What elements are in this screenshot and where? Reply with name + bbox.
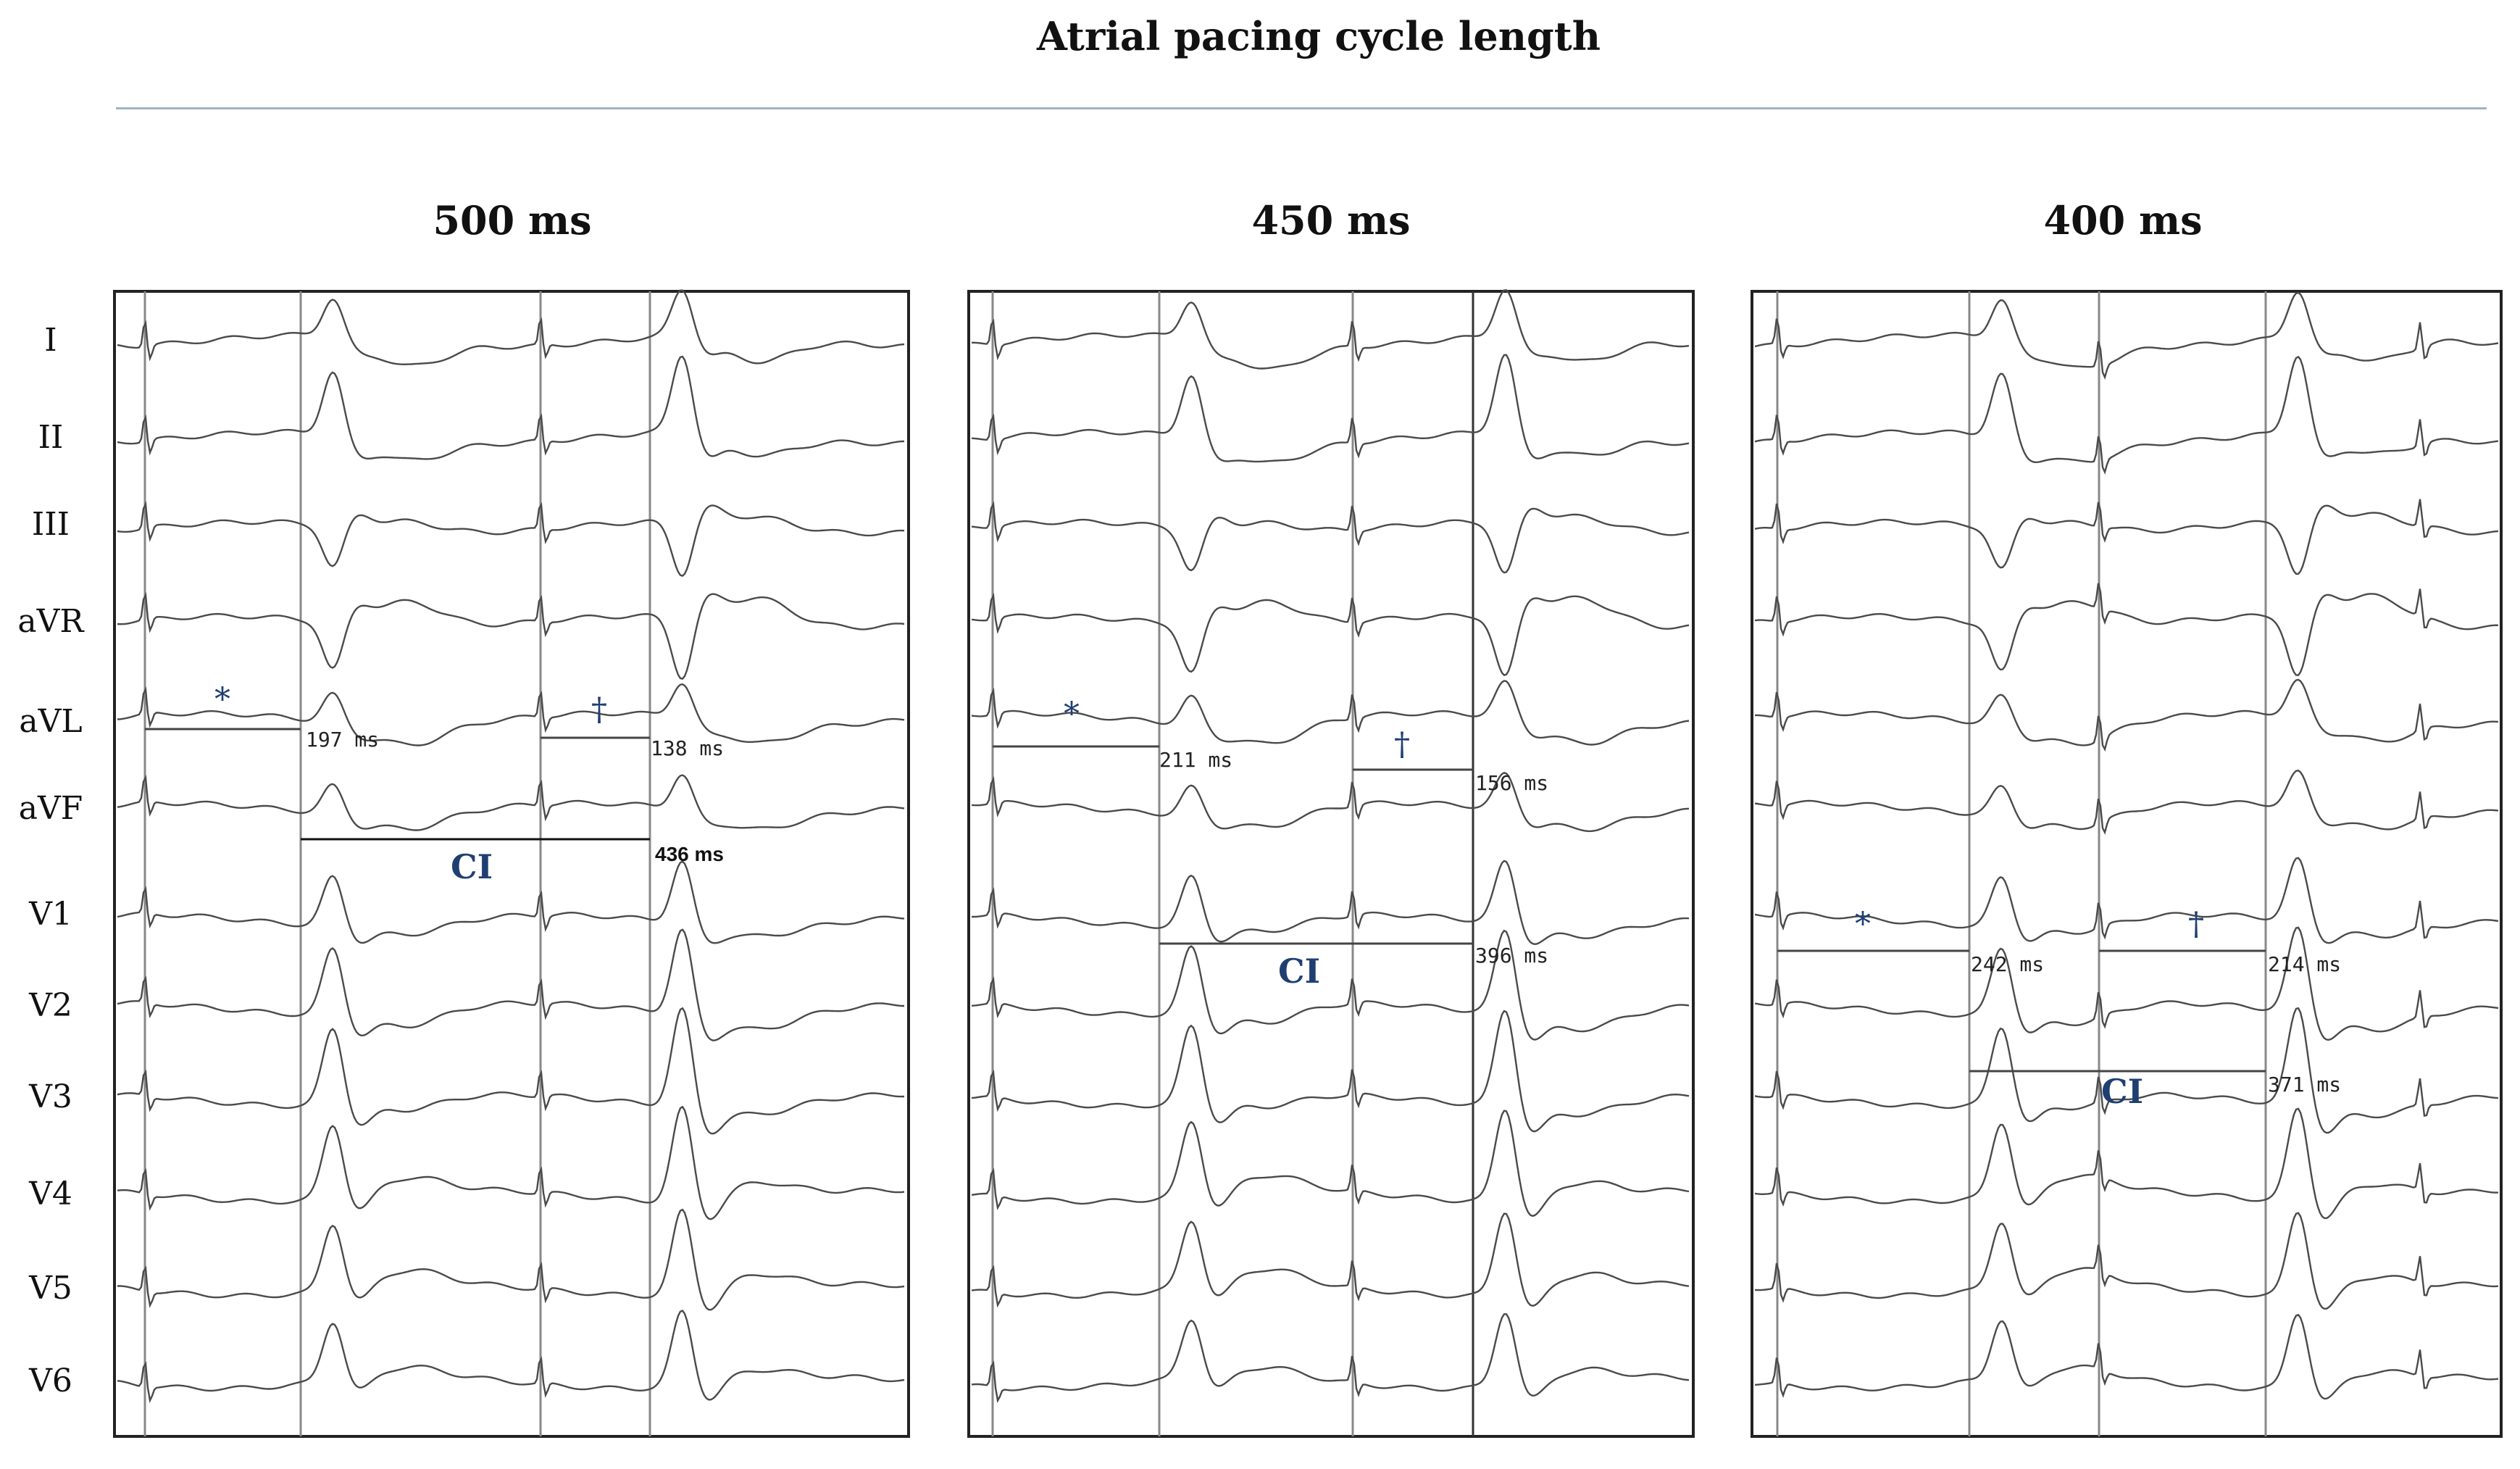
lead-label-aVL: aVL	[19, 703, 83, 740]
panel-3-ci-label: CI	[2101, 1072, 2143, 1111]
figure-title: Atrial pacing cycle length	[1036, 13, 1601, 59]
panel-2-asterisk-marker: *	[1064, 696, 1080, 733]
panel-3-asterisk-marker: *	[1855, 906, 1871, 943]
ecg-trace-panel-2-lead-II	[971, 354, 1690, 463]
ecg-trace-panel-3-lead-V2	[1754, 926, 2499, 1041]
lead-label-I: I	[44, 322, 57, 359]
ecg-trace-panel-3-lead-V1	[1754, 857, 2499, 944]
panel-1-dagger-marker: †	[591, 691, 607, 728]
panel-1-ci-interval: 436 ms	[655, 843, 724, 865]
ecg-trace-panel-2-lead-V2	[971, 929, 1690, 1041]
title-divider	[116, 107, 2487, 109]
ecg-trace-panel-1-lead-V2	[117, 928, 904, 1041]
lead-label-III: III	[31, 506, 70, 543]
ecg-trace-panel-1-lead-V1	[117, 860, 905, 944]
panel-3-title: 400 ms	[2043, 197, 2203, 244]
lead-label-V6: V6	[29, 1362, 72, 1399]
panel-2-title: 450 ms	[1251, 197, 1411, 244]
panel-1-second-interval: 138 ms	[651, 736, 724, 760]
ecg-trace-panel-3-lead-V5	[1754, 1212, 2499, 1310]
ecg-trace-panel-3-lead-aVF	[1754, 770, 2499, 835]
panel-1-ci-label: CI	[451, 847, 493, 886]
ecg-trace-panel-1-lead-aVL	[117, 683, 905, 746]
ecg-trace-panel-2-lead-aVF	[971, 771, 1690, 833]
panel-1-frame	[113, 290, 910, 1438]
ecg-trace-panel-3-lead-III	[1754, 499, 2499, 575]
ecg-trace-panel-1-lead-I	[117, 289, 905, 366]
ecg-trace-panel-3-lead-aVR	[1754, 583, 2499, 676]
caliper-lines	[143, 291, 2267, 1436]
ecg-trace-panel-1-lead-II	[117, 355, 905, 460]
ecg-trace-panel-1-lead-III	[117, 501, 905, 577]
ecg-trace-panel-2-lead-V3	[971, 1010, 1690, 1133]
ecg-trace-panel-2-lead-aVR	[971, 593, 1690, 676]
lead-label-V2: V2	[29, 987, 72, 1024]
panel-3-dagger-marker: †	[2188, 906, 2204, 943]
panel-1-asterisk-marker: *	[214, 681, 230, 718]
lead-label-V5: V5	[29, 1270, 72, 1307]
ecg-trace-panel-3-lead-V6	[1754, 1313, 2499, 1400]
ecg-trace-panel-3-lead-V3	[1754, 1007, 2499, 1134]
lead-label-V1: V1	[29, 896, 72, 933]
ecg-trace-panel-3-lead-I	[1754, 291, 2499, 380]
ecg-trace-panel-2-lead-aVL	[971, 680, 1690, 746]
ecg-trace-panel-1-lead-aVF	[117, 774, 905, 831]
lead-label-aVF: aVF	[18, 790, 83, 827]
panel-2-second-interval: 156 ms	[1475, 771, 1548, 795]
ecg-trace-panel-2-lead-V4	[971, 1110, 1690, 1218]
panel-2-ci-label: CI	[1278, 952, 1320, 991]
panel-2-dagger-marker: †	[1394, 726, 1410, 763]
ecg-trace-panel-1-lead-aVR	[117, 591, 905, 680]
ecg-trace-panel-1-lead-V5	[117, 1208, 905, 1311]
panel-1-first-interval: 197 ms	[306, 728, 379, 752]
panel-3-frame	[1751, 290, 2503, 1438]
lead-label-aVR: aVR	[17, 603, 84, 640]
panel-2-ci-interval: 396 ms	[1475, 944, 1548, 967]
ecg-trace-panel-2-lead-III	[971, 501, 1690, 574]
ecg-trace-panel-2-lead-V1	[972, 860, 1690, 946]
panel-2-frame	[967, 290, 1695, 1438]
ecg-trace-panel-1-lead-V3	[117, 1007, 905, 1135]
ecg-trace-panel-3-lead-II	[1754, 355, 2499, 475]
measurement-lines	[145, 728, 2266, 1073]
ecg-trace-panel-1-lead-V6	[117, 1310, 905, 1404]
panel-3-second-interval: 214 ms	[2268, 952, 2341, 976]
panel-3-ci-interval: 371 ms	[2268, 1073, 2341, 1096]
ecg-trace-panel-3-lead-aVL	[1755, 678, 2499, 752]
lead-label-V3: V3	[29, 1078, 72, 1115]
ecg-trace-panel-2-lead-I	[972, 289, 1690, 370]
panel-2-first-interval: 211 ms	[1159, 748, 1232, 772]
ecg-traces	[117, 289, 2499, 1404]
panel-3-first-interval: 242 ms	[1971, 952, 2044, 976]
ecg-trace-panel-2-lead-V5	[971, 1212, 1690, 1308]
lead-label-V4: V4	[29, 1175, 72, 1212]
ecg-trace-panel-1-lead-V4	[117, 1105, 905, 1220]
panel-1-title: 500 ms	[433, 197, 592, 244]
ecg-trace-panel-3-lead-V4	[1754, 1107, 2498, 1220]
lead-label-II: II	[38, 419, 64, 456]
ecg-trace-panel-2-lead-V6	[971, 1313, 1690, 1404]
